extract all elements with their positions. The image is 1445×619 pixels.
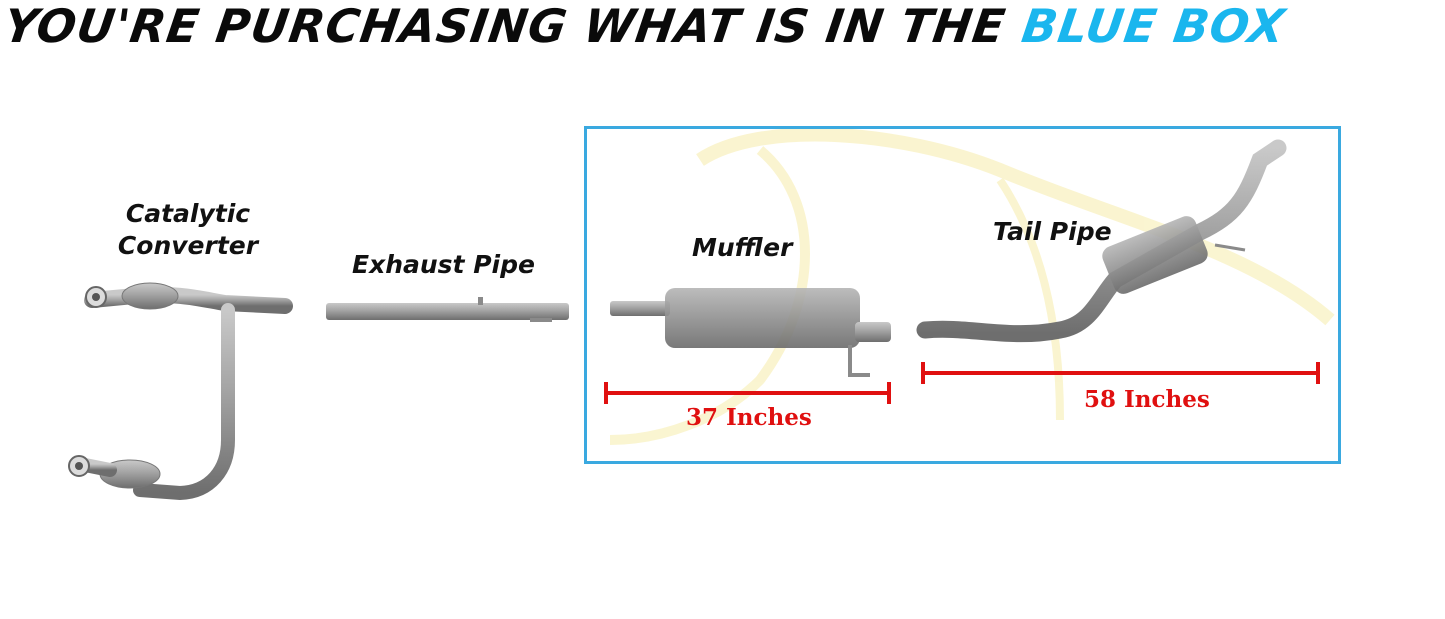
muffler-measure-bar — [604, 382, 891, 404]
muffler-length-label: 37 Inches — [686, 404, 812, 431]
exhaust-pipe-part — [326, 297, 569, 322]
catalytic-label-line2: Converter — [117, 231, 259, 260]
catalytic-converter-part — [68, 282, 293, 501]
catalytic-converter-label: Catalytic Converter — [113, 198, 263, 262]
tail-pipe-measure-bar — [921, 362, 1320, 384]
tail-pipe-label: Tail Pipe — [993, 217, 1112, 246]
muffler-part — [610, 288, 891, 377]
tail-pipe-part — [916, 139, 1287, 343]
watermark-logo — [609, 127, 1335, 445]
muffler-label: Muffler — [692, 233, 793, 262]
tail-pipe-length-label: 58 Inches — [1084, 386, 1210, 413]
catalytic-label-line1: Catalytic — [125, 199, 251, 228]
blue-box-frame — [584, 126, 1341, 464]
exhaust-pipe-label: Exhaust Pipe — [352, 250, 535, 279]
